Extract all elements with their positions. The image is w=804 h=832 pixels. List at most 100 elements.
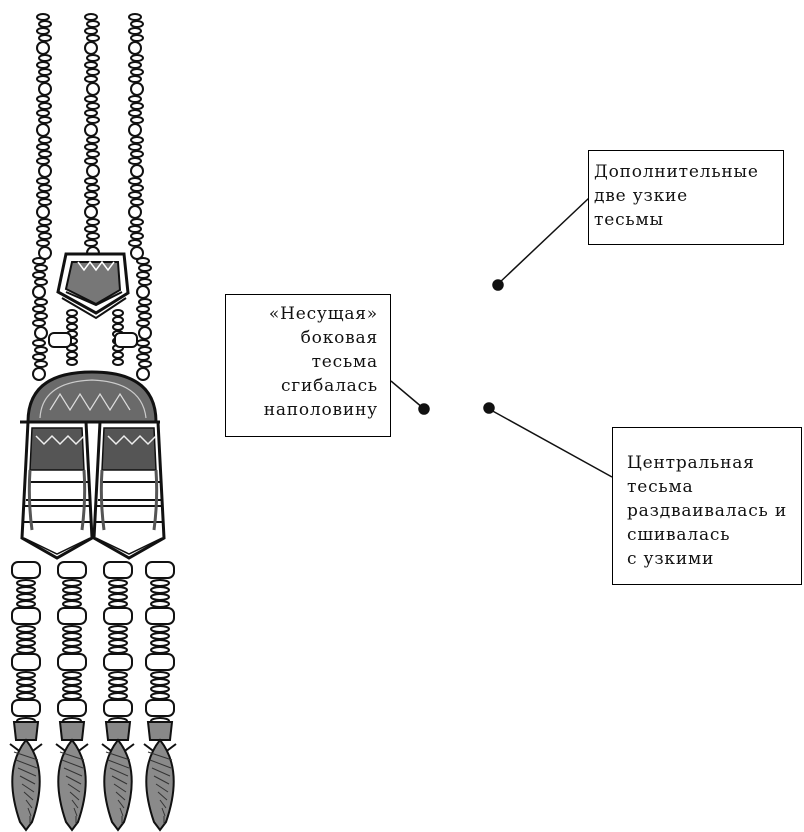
callout-central-line-5: с узкими (627, 549, 715, 569)
callout-side-line-1: «Несущая» (268, 304, 378, 324)
bead (34, 326, 48, 340)
bead (86, 68, 100, 76)
bead (36, 143, 50, 151)
bead (32, 305, 46, 313)
bead (84, 27, 98, 35)
callout-extra-line-1: Дополнительные (594, 162, 759, 182)
bead (34, 264, 48, 272)
bead (138, 298, 152, 306)
bead (36, 13, 50, 21)
bead (11, 653, 41, 671)
bead (66, 323, 78, 331)
bead (62, 671, 82, 679)
bead (128, 157, 142, 165)
bead (62, 685, 82, 693)
small-plaque (56, 252, 130, 320)
bead (128, 61, 142, 69)
bead (150, 692, 170, 700)
bead (38, 198, 52, 206)
bead (62, 586, 82, 594)
bead (34, 298, 48, 306)
bead (32, 319, 46, 327)
bead (11, 699, 41, 717)
bead (130, 136, 144, 144)
bead (84, 225, 98, 233)
bead (86, 116, 100, 124)
bead (112, 351, 124, 359)
central-strip-dot (483, 402, 495, 414)
bead (62, 579, 82, 587)
bead (36, 95, 50, 103)
bead (130, 150, 144, 158)
bead (86, 218, 100, 226)
bead (128, 225, 142, 233)
bead (57, 653, 87, 671)
bead (36, 205, 50, 219)
bead (38, 116, 52, 124)
bead (32, 353, 46, 361)
bead (84, 143, 98, 151)
bead (112, 323, 124, 331)
leaf-pendant (55, 721, 89, 832)
bead (66, 316, 78, 324)
bead (128, 13, 142, 21)
callout-extra-line-2: две узкие (594, 186, 688, 206)
bead (150, 678, 170, 686)
bead (62, 646, 82, 654)
bead (136, 367, 150, 381)
bead (114, 332, 138, 348)
bead (128, 95, 142, 103)
bead (38, 102, 52, 110)
bead (38, 68, 52, 76)
bead (16, 678, 36, 686)
bead (36, 109, 50, 117)
bead (38, 232, 52, 240)
bead (150, 685, 170, 693)
bead (16, 593, 36, 601)
bead (36, 61, 50, 69)
bead (38, 218, 52, 226)
bead (128, 109, 142, 117)
bead (108, 625, 128, 633)
callout-central-line-3: раздваивалась и (627, 501, 787, 521)
bead (128, 205, 142, 219)
bead (57, 607, 87, 625)
leaf-pendant (143, 721, 177, 832)
bead (86, 164, 100, 178)
bead (130, 116, 144, 124)
bead (130, 54, 144, 62)
bead (86, 232, 100, 240)
callout-extra-line-3: тесьмы (594, 210, 664, 230)
bead (108, 685, 128, 693)
bead (130, 198, 144, 206)
callout-central-strip: Центральная тесьма раздваивалась и сшива… (612, 427, 802, 585)
callout-extra-strips: Дополнительные две узкие тесьмы (588, 150, 784, 245)
bead (150, 586, 170, 594)
bead (130, 20, 144, 28)
bead (108, 600, 128, 608)
bead (138, 312, 152, 320)
bead (84, 95, 98, 103)
bead (84, 61, 98, 69)
bead (108, 593, 128, 601)
bead (150, 593, 170, 601)
bead (84, 41, 98, 55)
bead (86, 150, 100, 158)
bead (38, 150, 52, 158)
bead (130, 102, 144, 110)
bead (36, 41, 50, 55)
bead (128, 143, 142, 151)
callout-side-line-5: наполовину (263, 400, 378, 420)
bead (11, 607, 41, 625)
bead (86, 184, 100, 192)
leaf-pendant (101, 721, 135, 832)
bead (16, 625, 36, 633)
bead (32, 339, 46, 347)
bead (128, 75, 142, 83)
callout-side-line-2: боковая (300, 328, 378, 348)
bead (112, 358, 124, 366)
bead (103, 607, 133, 625)
bead (38, 82, 52, 96)
bead (66, 358, 78, 366)
